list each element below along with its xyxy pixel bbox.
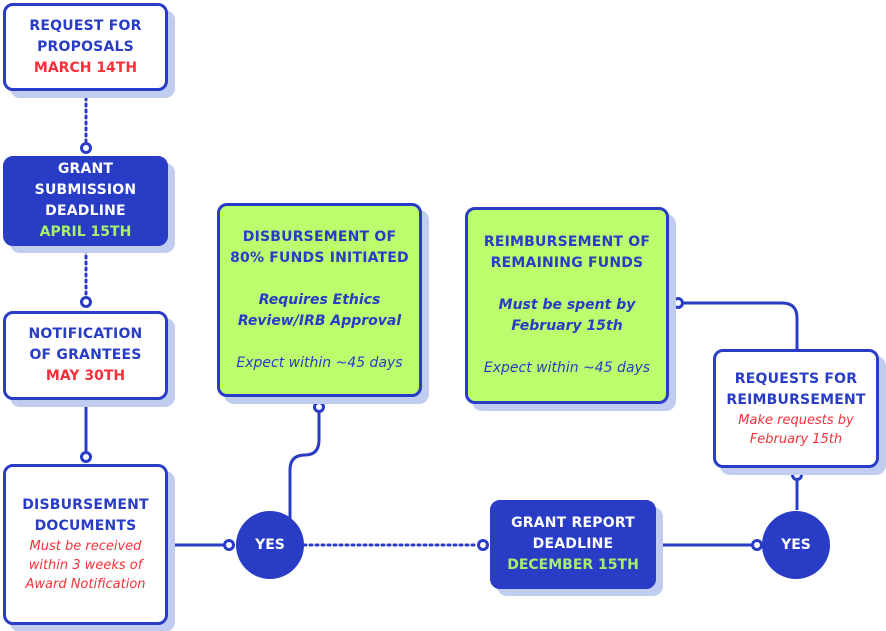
node-title: REMAINING FUNDS [490,255,644,271]
decision-yes-1: YES [236,511,304,579]
connector-node-dot [751,539,763,551]
node-note: Make requests by [738,412,854,428]
node-grant-report-deadline: GRANT REPORT DEADLINE DECEMBER 15TH [490,500,656,589]
connector-node-dot [80,142,92,154]
node-title: GRANT REPORT [511,515,635,531]
node-title: OF GRANTEES [29,347,142,363]
node-disbursement-documents: DISBURSEMENT DOCUMENTS Must be received … [3,464,168,625]
node-date: MAY 30TH [45,368,126,384]
node-requirement: Must be spent by [498,297,636,313]
node-date: MARCH 14TH [33,59,138,76]
connector-node-dot [313,401,325,413]
node-title: REIMBURSEMENT OF [483,234,651,250]
node-title: DISBURSEMENT OF [242,228,397,245]
node-grant-submission-deadline: GRANT SUBMISSION DEADLINE APRIL 15TH [3,156,168,246]
node-title: REQUESTS FOR [734,370,858,387]
node-expectation: Expect within ~45 days [236,354,403,371]
node-requirement: February 15th [511,318,623,334]
node-disbursement-80-percent: DISBURSEMENT OF 80% FUNDS INITIATED Requ… [217,203,422,397]
node-requests-for-reimbursement: REQUESTS FOR REIMBURSEMENT Make requests… [713,349,879,468]
connector-node-dot [80,451,92,463]
node-title: GRANT [57,161,114,177]
connector-node-dot [672,297,684,309]
node-note: Award Notification [25,577,146,592]
node-title: NOTIFICATION [28,326,143,342]
node-title: PROPOSALS [37,38,134,55]
node-requirement: Review/IRB Approval [237,312,402,329]
node-reimbursement-remaining-funds: REIMBURSEMENT OF REMAINING FUNDS Must be… [465,207,669,404]
node-title: 80% FUNDS INITIATED [230,249,409,266]
node-title: DEADLINE [45,203,126,219]
node-date: DECEMBER 15TH [507,557,639,573]
connector-yes1-disbursement80 [288,412,321,520]
node-title: DOCUMENTS [34,518,137,534]
connector-node-dot [80,296,92,308]
node-expectation: Expect within ~45 days [483,360,651,376]
node-title: DEADLINE [532,536,614,552]
node-note: within 3 weeks of [28,558,143,573]
node-note: February 15th [749,431,843,447]
connector-node-dot [477,539,489,551]
node-requirement: Requires Ethics [258,291,381,308]
decision-yes-2: YES [762,511,830,579]
connector-requests-reimbursement [683,301,799,349]
connector-node-dot [791,469,803,481]
node-notification-of-grantees: NOTIFICATION OF GRANTEES MAY 30TH [3,311,168,400]
node-title: REQUEST FOR [29,17,142,34]
node-date: APRIL 15TH [39,224,132,240]
node-note: Must be received [29,539,142,554]
node-title: SUBMISSION [34,182,137,198]
node-title: REIMBURSEMENT [726,391,866,408]
connector-node-dot [223,539,235,551]
node-request-for-proposals: REQUEST FOR PROPOSALS MARCH 14TH [3,3,168,91]
node-title: DISBURSEMENT [22,497,149,513]
